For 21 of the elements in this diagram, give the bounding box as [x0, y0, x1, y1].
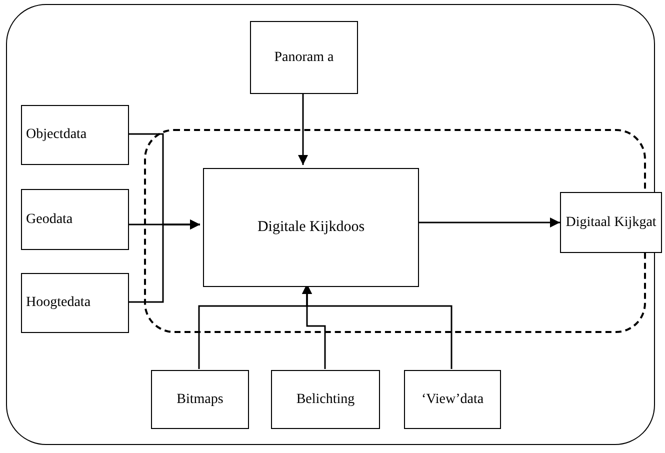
box-label: Digitale Kijkdoos: [257, 218, 365, 237]
process-box: [203, 168, 419, 287]
box-label: Panoram a: [274, 48, 334, 66]
arrow: [128, 220, 200, 303]
process-box: [21, 105, 129, 165]
box-label: Digitaal Kijkgat: [566, 214, 656, 232]
box-label: Bitmaps: [176, 390, 224, 408]
box-label: ‘View’data: [421, 390, 484, 408]
process-box: [250, 21, 358, 94]
box-label: Belichting: [296, 390, 355, 408]
box-label: Objectdata: [26, 126, 87, 144]
process-box: [21, 273, 129, 333]
process-box: [560, 192, 662, 253]
box-label: Hoogtedata: [26, 294, 91, 312]
arrow: [298, 93, 308, 165]
process-box: [404, 370, 501, 429]
process-box: [21, 189, 129, 250]
box-label: Geodata: [26, 210, 73, 228]
outer-frame: [6, 4, 655, 445]
process-box: [271, 370, 380, 429]
process-box: [151, 370, 249, 429]
